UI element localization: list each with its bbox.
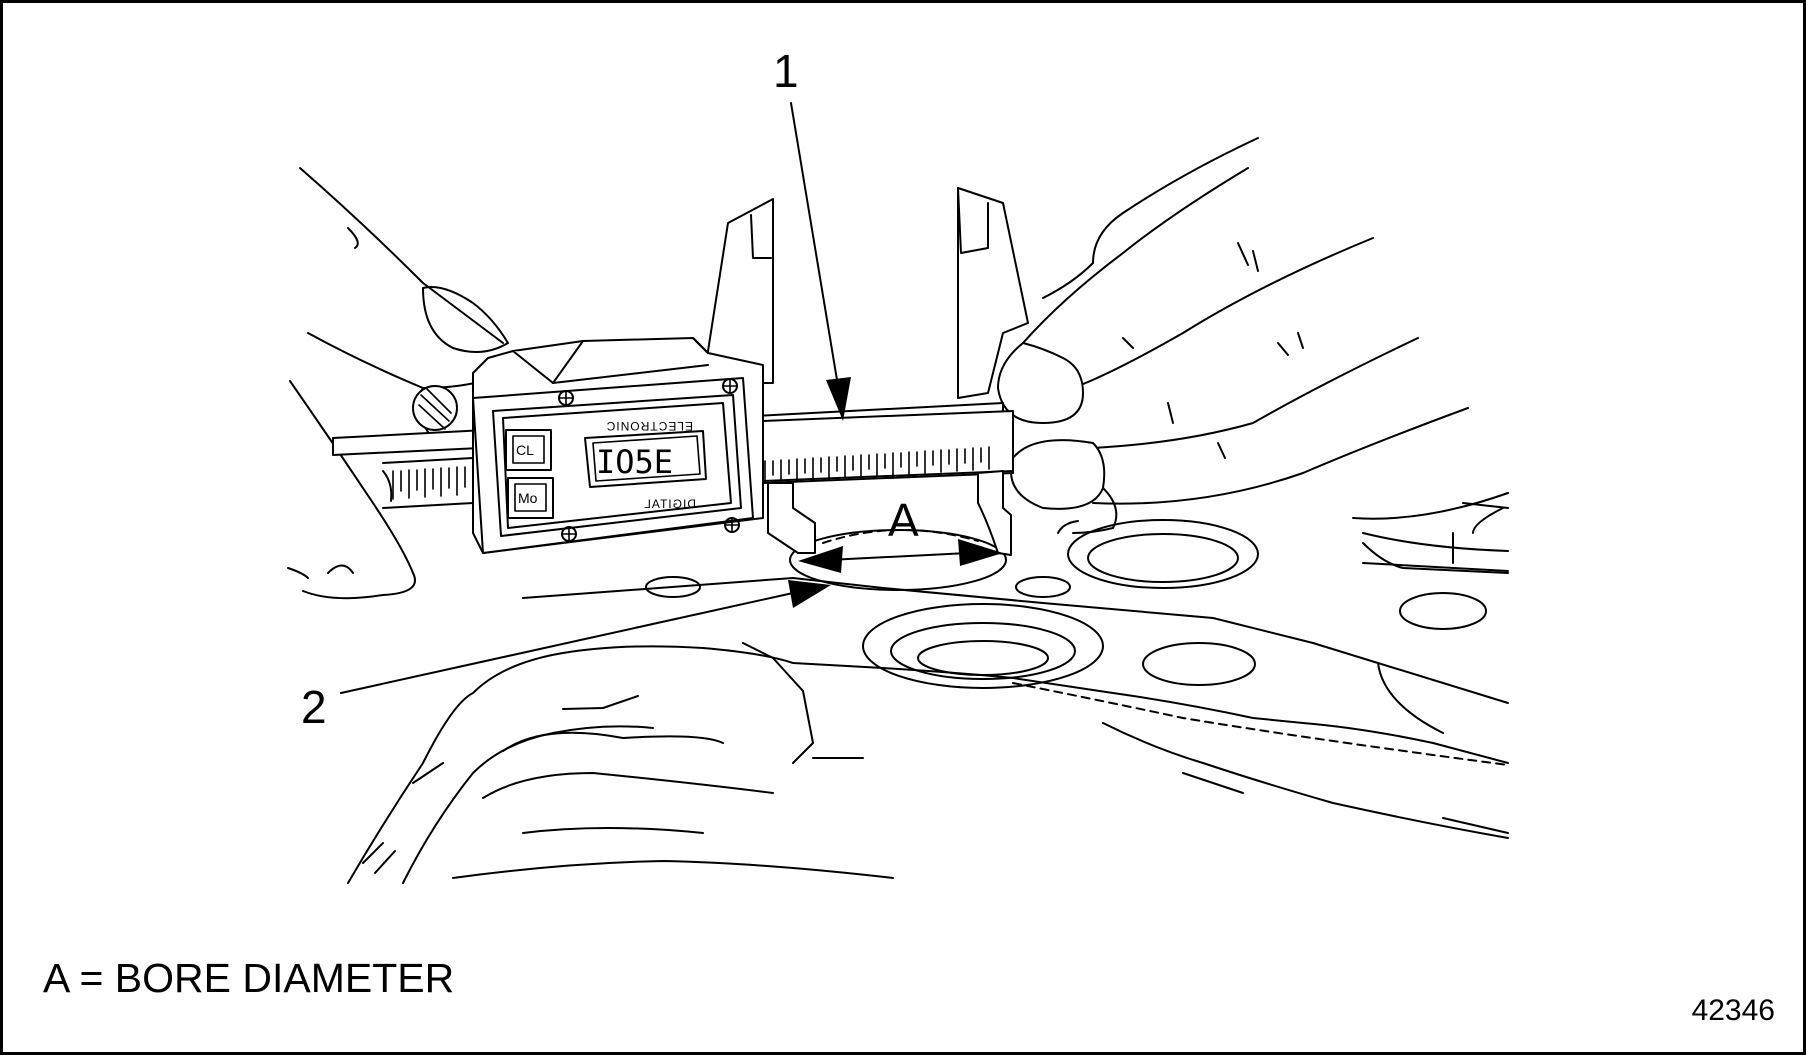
shop-rag bbox=[347, 642, 1509, 884]
callout-1-leader bbox=[790, 102, 851, 421]
dimension-a-arrows bbox=[798, 539, 1003, 573]
cylinder-block bbox=[522, 507, 1509, 734]
legend-text: A = BORE DIAMETER bbox=[43, 955, 455, 1001]
digital-caliper: IO5E CL Mo ELECTRONIC DIGITAL bbox=[332, 187, 1029, 556]
mode-button-label: Mo bbox=[518, 490, 538, 506]
lcd-reading: IO5E bbox=[596, 443, 673, 481]
caliper-brand-text: ELECTRONIC bbox=[606, 419, 693, 433]
right-hand bbox=[997, 137, 1509, 534]
figure-number: 42346 bbox=[1691, 994, 1775, 1027]
bore-measurement-illustration: IO5E CL Mo ELECTRONIC DIGITAL bbox=[287, 45, 1509, 884]
lcd-window bbox=[584, 430, 707, 488]
caliper-model-text: DIGITAL bbox=[643, 497, 696, 511]
callout-2-leader bbox=[340, 580, 831, 694]
mode-button bbox=[507, 477, 554, 519]
clear-button bbox=[505, 429, 552, 471]
callout-2-label: 2 bbox=[301, 681, 327, 733]
dimension-a-label: A bbox=[888, 494, 919, 546]
clear-button-label: CL bbox=[516, 442, 534, 458]
callout-1-label: 1 bbox=[773, 45, 799, 97]
caliper-display-face: IO5E CL Mo ELECTRONIC DIGITAL bbox=[472, 377, 754, 554]
